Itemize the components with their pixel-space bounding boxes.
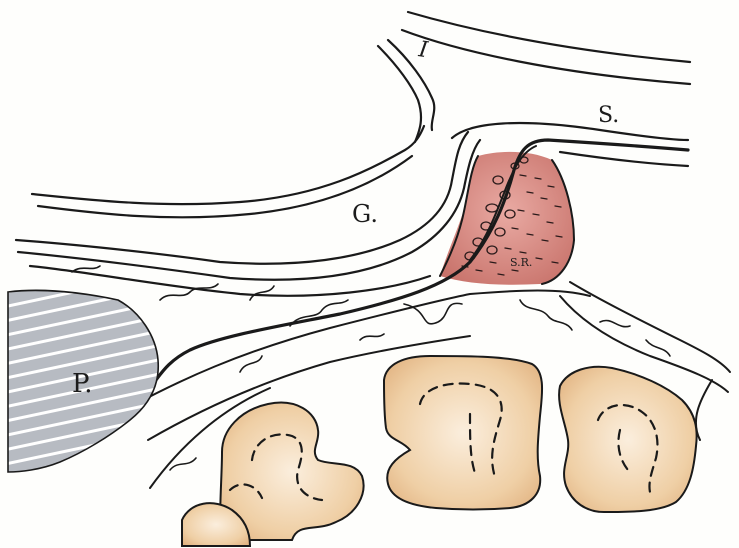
tan-lobe-right: [559, 367, 697, 512]
label-roman-one: I: [416, 37, 430, 63]
tan-lobes: [182, 356, 697, 546]
label-s: S.: [598, 103, 619, 128]
sr-region: [440, 152, 574, 285]
label-p: P.: [72, 369, 93, 399]
label-sr: S.R.: [510, 256, 532, 269]
g-chamber-outline: [16, 126, 480, 296]
label-g: G.: [352, 200, 378, 228]
tan-lobe-center: [384, 356, 542, 510]
